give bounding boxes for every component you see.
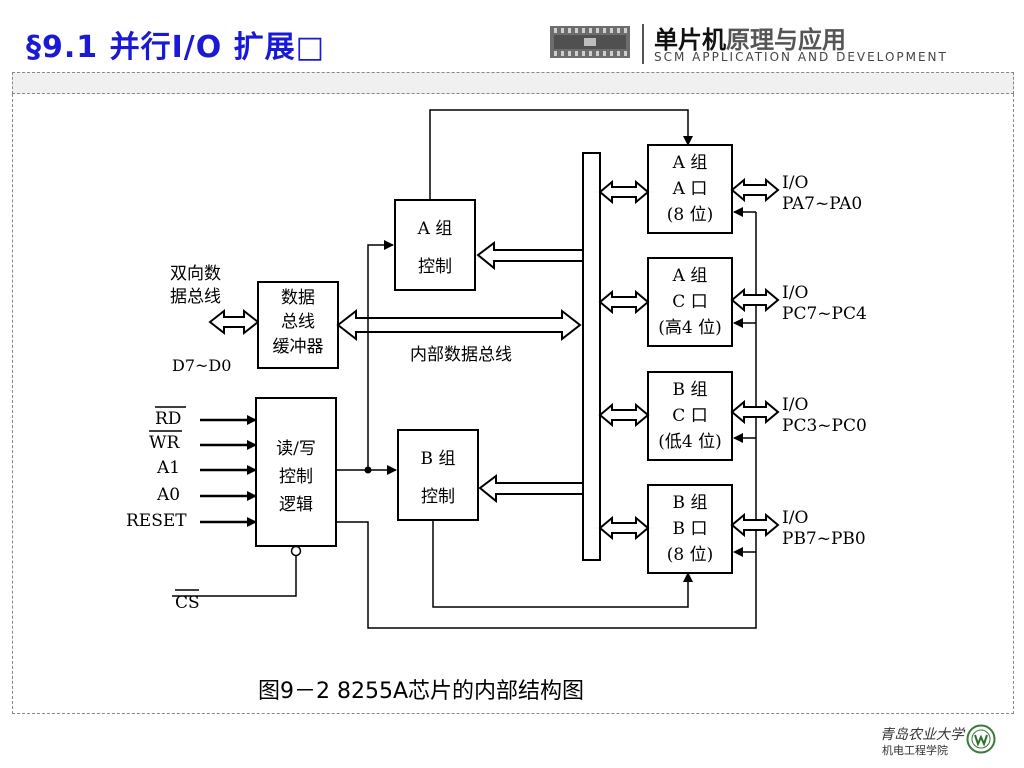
content-frame bbox=[12, 94, 1014, 714]
signal-cs: CS bbox=[175, 593, 200, 613]
brand-title: 单片机原理与应用 bbox=[654, 20, 846, 55]
brand-title-strong: 单片机 bbox=[654, 26, 726, 54]
port-cl-line-2: C 口 bbox=[672, 406, 707, 426]
control-input-arrows bbox=[200, 415, 257, 527]
port-a-io-label: I/O bbox=[782, 173, 808, 193]
logo-college-name: 机电工程学院 bbox=[882, 744, 948, 757]
control-wires bbox=[336, 109, 757, 629]
chip-icon bbox=[550, 26, 630, 58]
logo-university-name: 青岛农业大学 bbox=[880, 727, 964, 743]
buffer-line-2: 总线 bbox=[281, 312, 315, 332]
port-a-line-1: A 组 bbox=[672, 153, 708, 173]
brand-header: 单片机原理与应用 SCM APPLICATION AND DEVELOPMENT bbox=[550, 20, 1010, 70]
data-bus-buffer-block bbox=[257, 281, 339, 369]
port-c-lower-block: B 组 C 口 (低4 位) bbox=[647, 371, 733, 461]
port-a-line-3: (8 位) bbox=[667, 205, 713, 225]
data-pins-label: D7~D0 bbox=[172, 356, 231, 375]
figure-caption: 图9－2 8255A芯片的内部结构图 bbox=[258, 679, 585, 704]
rw-logic-line-1: 读/写 bbox=[276, 439, 316, 459]
group-a-ctrl-line-1: A 组 bbox=[417, 219, 453, 239]
signal-a1: A1 bbox=[156, 458, 180, 478]
port-a-line-2: A 口 bbox=[672, 179, 708, 199]
port-cu-line-3: (高4 位) bbox=[658, 318, 721, 338]
group-a-control-block bbox=[394, 199, 476, 291]
bidir-arrow-left-bus bbox=[208, 308, 260, 336]
port-io-arrows bbox=[730, 177, 780, 538]
brand-separator bbox=[642, 24, 644, 64]
bus-to-port-arrows bbox=[598, 179, 650, 541]
port-cl-pins: PC3~PC0 bbox=[782, 416, 867, 436]
internal-bus-arrow bbox=[336, 308, 582, 342]
internal-bus-label: 内部数据总线 bbox=[410, 345, 512, 365]
port-b-block: B 组 B 口 (8 位) bbox=[647, 484, 733, 574]
brand-subtitle: SCM APPLICATION AND DEVELOPMENT bbox=[654, 50, 948, 64]
signal-rd: RD bbox=[155, 409, 181, 429]
slide-title: §9.1 并行I/O 扩展□ bbox=[26, 30, 325, 65]
port-a-pins: PA7~PA0 bbox=[782, 194, 862, 214]
bidir-bus-label-1: 双向数 bbox=[170, 264, 221, 284]
buffer-line-3: 缓冲器 bbox=[273, 337, 324, 357]
port-b-io-label: I/O bbox=[782, 508, 808, 528]
buffer-line-1: 数据 bbox=[281, 288, 315, 308]
signal-a0: A0 bbox=[156, 485, 180, 505]
rw-logic-line-3: 逻辑 bbox=[279, 495, 313, 515]
port-cu-line-2: C 口 bbox=[672, 292, 707, 312]
university-logo: 青岛农业大学 机电工程学院 bbox=[880, 722, 1010, 762]
port-cl-line-1: B 组 bbox=[673, 380, 708, 400]
rw-control-logic-block bbox=[255, 397, 337, 547]
cs-wire bbox=[172, 556, 297, 597]
port-a-block: A 组 A 口 (8 位) bbox=[647, 144, 733, 234]
group-b-control-block bbox=[397, 429, 479, 521]
port-cu-line-1: A 组 bbox=[672, 266, 708, 286]
brand-title-light: 原理与应用 bbox=[726, 26, 846, 54]
port-c-upper-block: A 组 C 口 (高4 位) bbox=[647, 257, 733, 347]
bus-to-group-b-arrow bbox=[478, 474, 584, 504]
port-b-pins: PB7~PB0 bbox=[782, 529, 866, 549]
bus-to-group-a-arrow bbox=[476, 241, 584, 271]
port-b-line-3: (8 位) bbox=[667, 545, 713, 565]
bidir-bus-label-2: 据总线 bbox=[170, 287, 221, 307]
header-band bbox=[12, 72, 1014, 94]
emblem-icon bbox=[966, 724, 996, 754]
junction-dot bbox=[364, 466, 372, 474]
port-cu-pins: PC7~PC4 bbox=[782, 304, 867, 324]
port-b-line-1: B 组 bbox=[673, 493, 708, 513]
internal-bus-bar bbox=[582, 152, 601, 561]
signal-wr: WR bbox=[149, 433, 180, 453]
rw-logic-line-2: 控制 bbox=[279, 467, 313, 487]
group-a-ctrl-line-2: 控制 bbox=[418, 257, 452, 277]
cs-inversion-bubble bbox=[290, 545, 302, 557]
port-cl-line-3: (低4 位) bbox=[658, 432, 721, 452]
port-cl-io-label: I/O bbox=[782, 395, 808, 415]
group-b-ctrl-line-1: B 组 bbox=[421, 449, 456, 469]
group-b-ctrl-line-2: 控制 bbox=[421, 487, 455, 507]
signal-reset: RESET bbox=[126, 511, 187, 531]
port-b-line-2: B 口 bbox=[673, 519, 708, 539]
port-cu-io-label: I/O bbox=[782, 283, 808, 303]
